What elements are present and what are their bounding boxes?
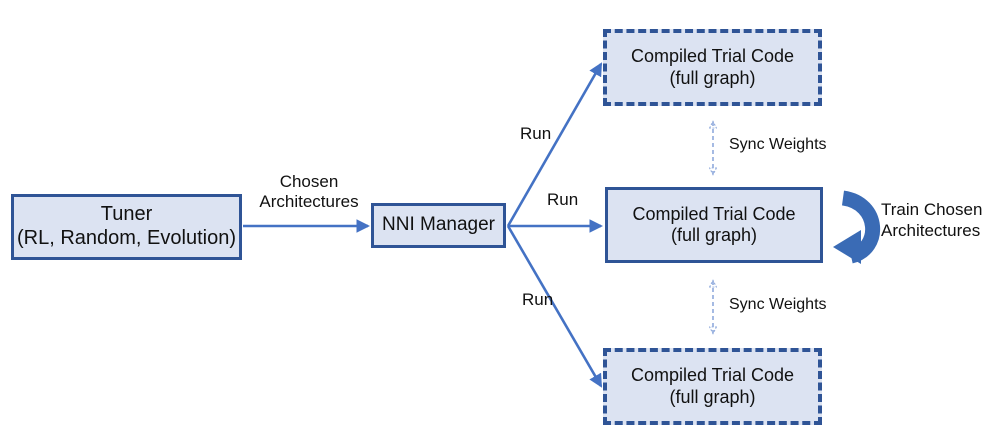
node-compiled-trial-code-bottom-line2: (full graph) <box>669 386 756 407</box>
edge-label-train-chosen-architectures-line1: Train Chosen <box>881 200 983 219</box>
edge-label-run-bottom: Run <box>522 290 554 309</box>
edge-label-run-middle: Run <box>547 190 579 209</box>
node-tuner[interactable]: Tuner (RL, Random, Evolution) <box>11 194 242 260</box>
node-compiled-trial-code-middle-line2: (full graph) <box>670 225 758 245</box>
edge-label-chosen-architectures: Chosen Architectures <box>256 172 362 213</box>
edge-label-run-top: Run <box>520 124 552 143</box>
edge-label-train-chosen-architectures-line2: Architectures <box>881 221 981 241</box>
node-compiled-trial-code-bottom-line1: Compiled Trial Code <box>630 365 795 386</box>
node-tuner-line2: (RL, Random, Evolution) <box>17 227 236 249</box>
node-compiled-trial-code-bottom[interactable]: Compiled Trial Code (full graph) <box>603 348 822 425</box>
edge-label-chosen-architectures-line2: Architectures <box>259 192 359 212</box>
train-loop-arrow <box>833 190 881 264</box>
edge-label-sync-weights-bottom: Sync Weights <box>729 296 827 313</box>
edge-label-sync-weights-top: Sync Weights <box>729 136 827 153</box>
node-tuner-line1: Tuner <box>100 203 153 226</box>
node-compiled-trial-code-top-line2: (full graph) <box>669 67 756 88</box>
node-compiled-trial-code-middle[interactable]: Compiled Trial Code (full graph) <box>605 187 823 263</box>
node-nni-manager[interactable]: NNI Manager <box>371 203 506 248</box>
edge-label-train-chosen-architectures: Train Chosen Architectures <box>881 199 989 242</box>
node-compiled-trial-code-top-line1: Compiled Trial Code <box>630 46 795 67</box>
node-compiled-trial-code-middle-line1: Compiled Trial Code <box>632 203 796 224</box>
node-compiled-trial-code-top[interactable]: Compiled Trial Code (full graph) <box>603 29 822 106</box>
edge-label-chosen-architectures-line1: Chosen <box>279 172 339 191</box>
node-nni-manager-line1: NNI Manager <box>382 214 495 236</box>
